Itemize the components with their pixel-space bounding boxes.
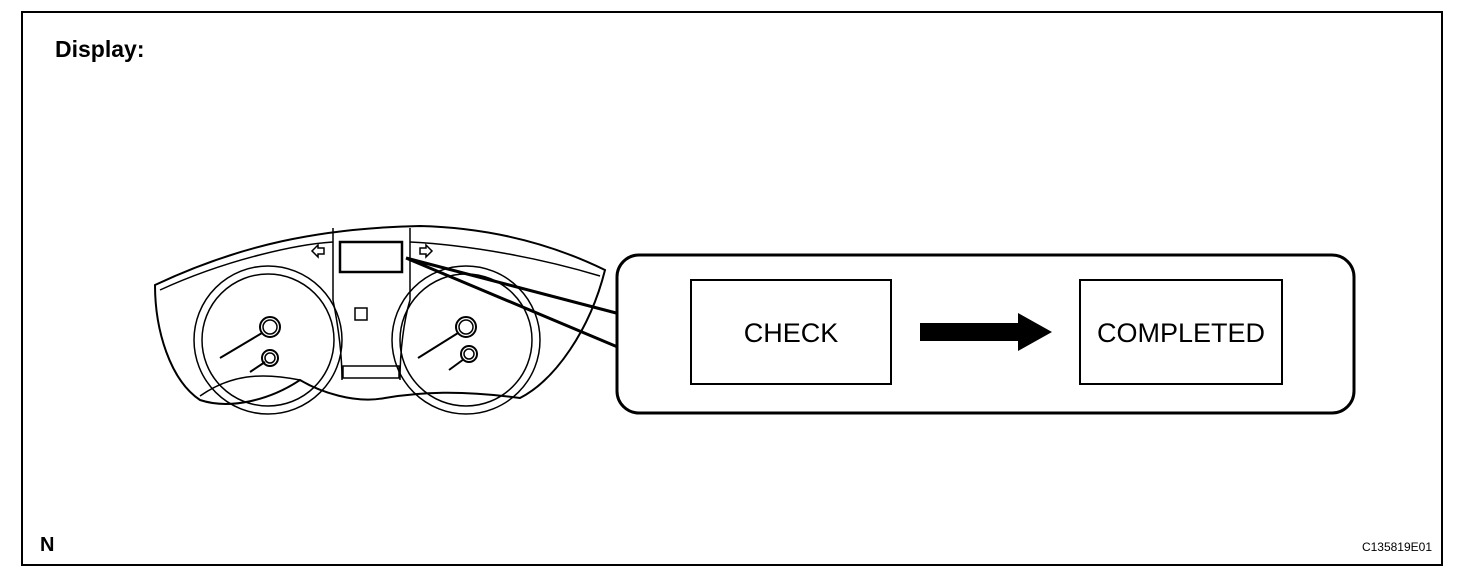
turn-signal-right-icon (419, 243, 434, 259)
figure-code: C135819E01 (1361, 540, 1432, 554)
figure-frame (21, 11, 1443, 566)
completed-label: COMPLETED (1097, 318, 1265, 348)
page-title: Display: (55, 36, 145, 62)
corner-letter: N (40, 534, 55, 556)
completed-state-box (1079, 279, 1283, 385)
callout-leader (405, 256, 621, 350)
turn-signal-left-icon (310, 243, 325, 259)
check-label: CHECK (744, 318, 839, 348)
check-state-box (690, 279, 892, 385)
arrow-right-icon (920, 313, 1052, 351)
instrument-cluster-icon (153, 224, 607, 415)
